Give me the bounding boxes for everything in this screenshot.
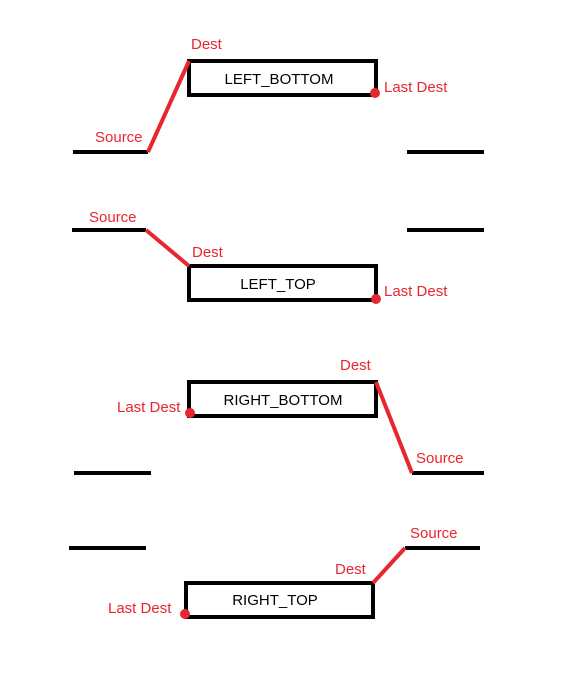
box-label: LEFT_TOP	[240, 276, 316, 293]
last-dest-label: Last Dest	[117, 399, 181, 416]
last-dest-point	[185, 408, 195, 418]
box-label: RIGHT_BOTTOM	[224, 392, 343, 409]
last-dest-point	[371, 294, 381, 304]
box-label: LEFT_BOTTOM	[225, 71, 334, 88]
last-dest-point	[180, 609, 190, 619]
connector-line	[374, 381, 414, 474]
source-label: Source	[95, 129, 143, 146]
last-dest-label: Last Dest	[384, 283, 448, 300]
source-label: Source	[416, 450, 464, 467]
node-box	[184, 581, 375, 619]
source-label: Source	[89, 209, 137, 226]
dest-label: Dest	[340, 357, 372, 374]
source-label: Source	[410, 525, 458, 542]
dest-label: Dest	[335, 561, 367, 578]
panel-right-top: RIGHT_TOP Source Dest Last Dest	[69, 525, 480, 619]
node-box	[187, 59, 378, 97]
last-dest-label: Last Dest	[384, 79, 448, 96]
node-box	[187, 380, 378, 418]
dest-label: Dest	[191, 36, 223, 53]
panel-left-top: LEFT_TOP Source Dest Last Dest	[72, 209, 484, 304]
panel-right-bottom: RIGHT_BOTTOM Source Dest Last Dest	[74, 357, 484, 475]
connector-line	[146, 60, 191, 153]
box-label: RIGHT_TOP	[232, 592, 318, 609]
connector-line	[371, 546, 407, 585]
last-dest-label: Last Dest	[108, 600, 172, 617]
panel-left-bottom: LEFT_BOTTOM Source Dest Last Dest	[73, 36, 484, 154]
dest-label: Dest	[192, 244, 224, 261]
node-box	[187, 264, 378, 302]
last-dest-point	[370, 88, 380, 98]
connector-line	[144, 228, 191, 268]
